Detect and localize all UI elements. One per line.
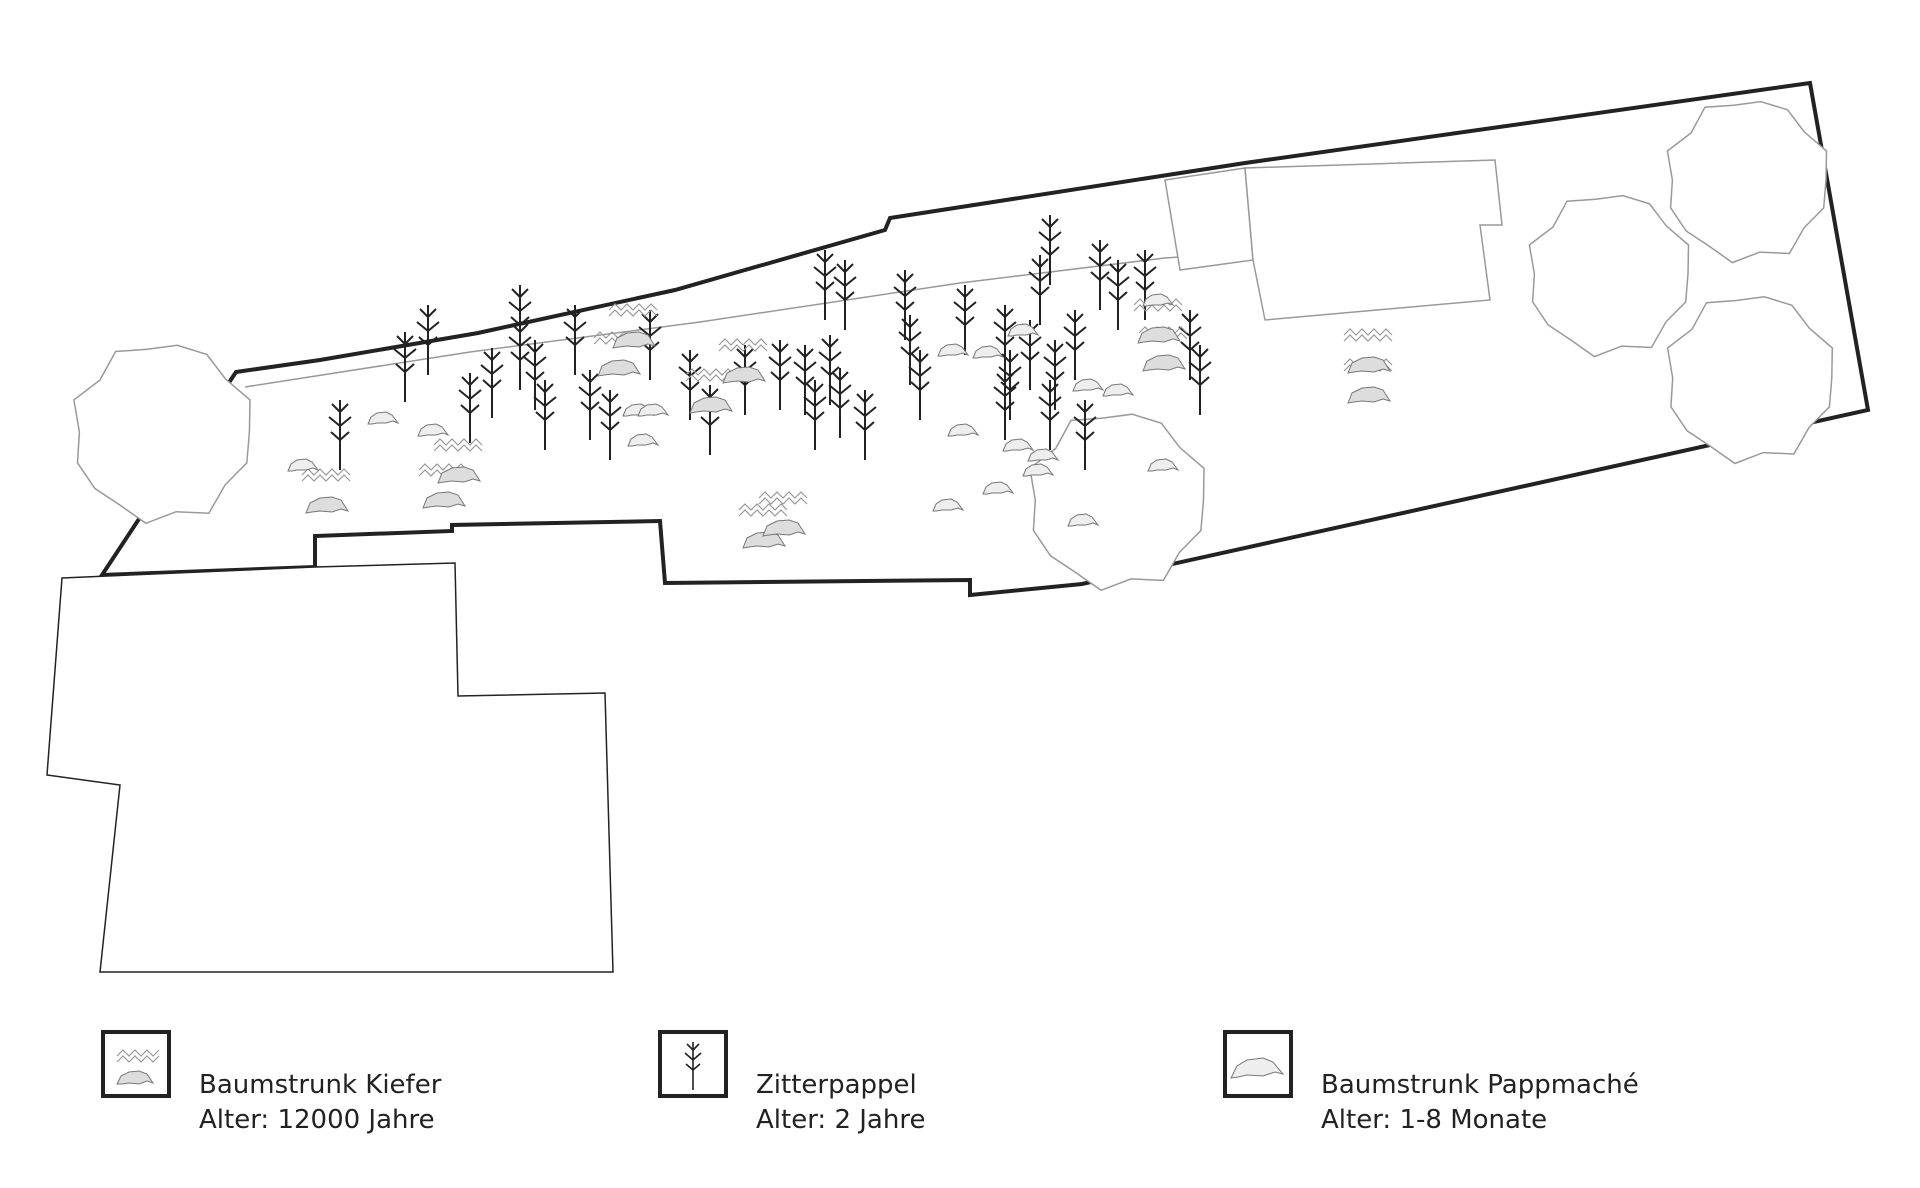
aspen-tree	[908, 350, 932, 420]
papier-mache-stump	[982, 481, 1015, 495]
aspen-tree	[563, 305, 587, 375]
aspen-tree	[993, 305, 1017, 375]
aspen-tree	[533, 380, 557, 450]
papier-mache-stump	[417, 423, 450, 437]
papier-mache-stump	[1067, 513, 1100, 527]
papier-mache-stump	[972, 345, 1005, 359]
aspen-tree-icon	[658, 1030, 728, 1098]
pine-stump	[758, 491, 808, 537]
legend-age: Alter: 12000 Jahre	[199, 1105, 435, 1135]
legend-title: Zitterpappel	[756, 1070, 917, 1100]
aspen-tree	[793, 345, 817, 415]
aspen-tree	[803, 380, 827, 450]
stump-pine-icon	[101, 1030, 171, 1098]
papier-mache-stump	[1022, 463, 1055, 477]
canopy-tree	[73, 344, 251, 525]
aspen-tree	[1073, 400, 1097, 470]
aspen-tree	[953, 285, 977, 355]
papier-mache-stump	[947, 423, 980, 437]
papier-mache-stump	[1007, 323, 1040, 337]
aspen-tree	[480, 348, 504, 418]
aspen-tree	[813, 250, 837, 320]
stumps	[287, 293, 1393, 549]
aspen-tree	[416, 305, 440, 375]
pine-stump	[1343, 328, 1393, 374]
aspen-tree	[328, 400, 352, 470]
canopy-trees	[73, 100, 1834, 592]
canopy-tree	[1029, 413, 1205, 592]
aspen-tree	[1133, 250, 1157, 320]
canopy-tree	[1666, 296, 1834, 465]
aspen-tree	[833, 260, 857, 330]
papier-mache-stump	[287, 458, 320, 472]
aspen-tree	[1178, 310, 1202, 380]
stump-papier-mache-icon	[1223, 1030, 1293, 1098]
pine-stump	[433, 438, 483, 484]
aspen-tree	[1106, 260, 1130, 330]
papier-mache-stump	[1142, 293, 1175, 307]
aspen-tree	[768, 340, 792, 410]
aspen-tree	[578, 370, 602, 440]
pine-stump	[718, 338, 768, 384]
aspen-tree	[818, 335, 842, 405]
legend-label: Baumstrunk Pappmaché Alter: 1-8 Monate	[1321, 1068, 1639, 1138]
pine-stump	[608, 303, 658, 349]
pine-stump	[418, 463, 468, 509]
aspen-tree	[993, 370, 1017, 440]
aspen-tree	[1043, 340, 1067, 410]
aspen-tree	[1028, 255, 1052, 325]
legend-label: Zitterpappel Alter: 2 Jahre	[756, 1068, 925, 1138]
aspen-tree	[1088, 240, 1112, 310]
papier-mache-stump	[937, 343, 970, 357]
aspen-tree	[893, 270, 917, 340]
aspen-tree	[598, 390, 622, 460]
pine-stump	[738, 503, 788, 549]
neighbour-building	[46, 562, 614, 973]
aspen-tree	[393, 332, 417, 402]
papier-mache-stump	[1072, 378, 1105, 392]
papier-mache-stump	[627, 433, 660, 447]
papier-mache-stump	[1002, 438, 1035, 452]
aspen-tree	[678, 350, 702, 420]
aspen-tree	[1188, 345, 1212, 415]
aspen-tree	[1063, 310, 1087, 380]
pine-stump	[1133, 298, 1183, 344]
aspen-tree	[458, 373, 482, 443]
legend-title: Baumstrunk Pappmaché	[1321, 1070, 1639, 1100]
legend-title: Baumstrunk Kiefer	[199, 1070, 442, 1100]
papier-mache-stump	[1027, 448, 1060, 462]
legend-age: Alter: 2 Jahre	[756, 1105, 926, 1135]
canopy-tree	[1528, 194, 1690, 358]
aspen-tree	[853, 390, 877, 460]
small-building	[1164, 167, 1254, 271]
papier-mache-stump	[637, 403, 670, 417]
papier-mache-stump	[1147, 458, 1180, 472]
legend-label: Baumstrunk Kiefer Alter: 12000 Jahre	[199, 1068, 441, 1138]
aspen-tree	[508, 285, 532, 355]
aspen-tree	[898, 315, 922, 385]
papier-mache-stump	[932, 498, 965, 512]
legend-age: Alter: 1-8 Monate	[1321, 1105, 1548, 1135]
canopy-tree	[1666, 100, 1828, 264]
papier-mache-stump	[1102, 383, 1135, 397]
aspen-trees	[328, 215, 1212, 470]
papier-mache-stump	[367, 411, 400, 425]
large-building	[1244, 159, 1503, 321]
aspen-tree	[828, 368, 852, 438]
pine-stump	[301, 468, 351, 514]
